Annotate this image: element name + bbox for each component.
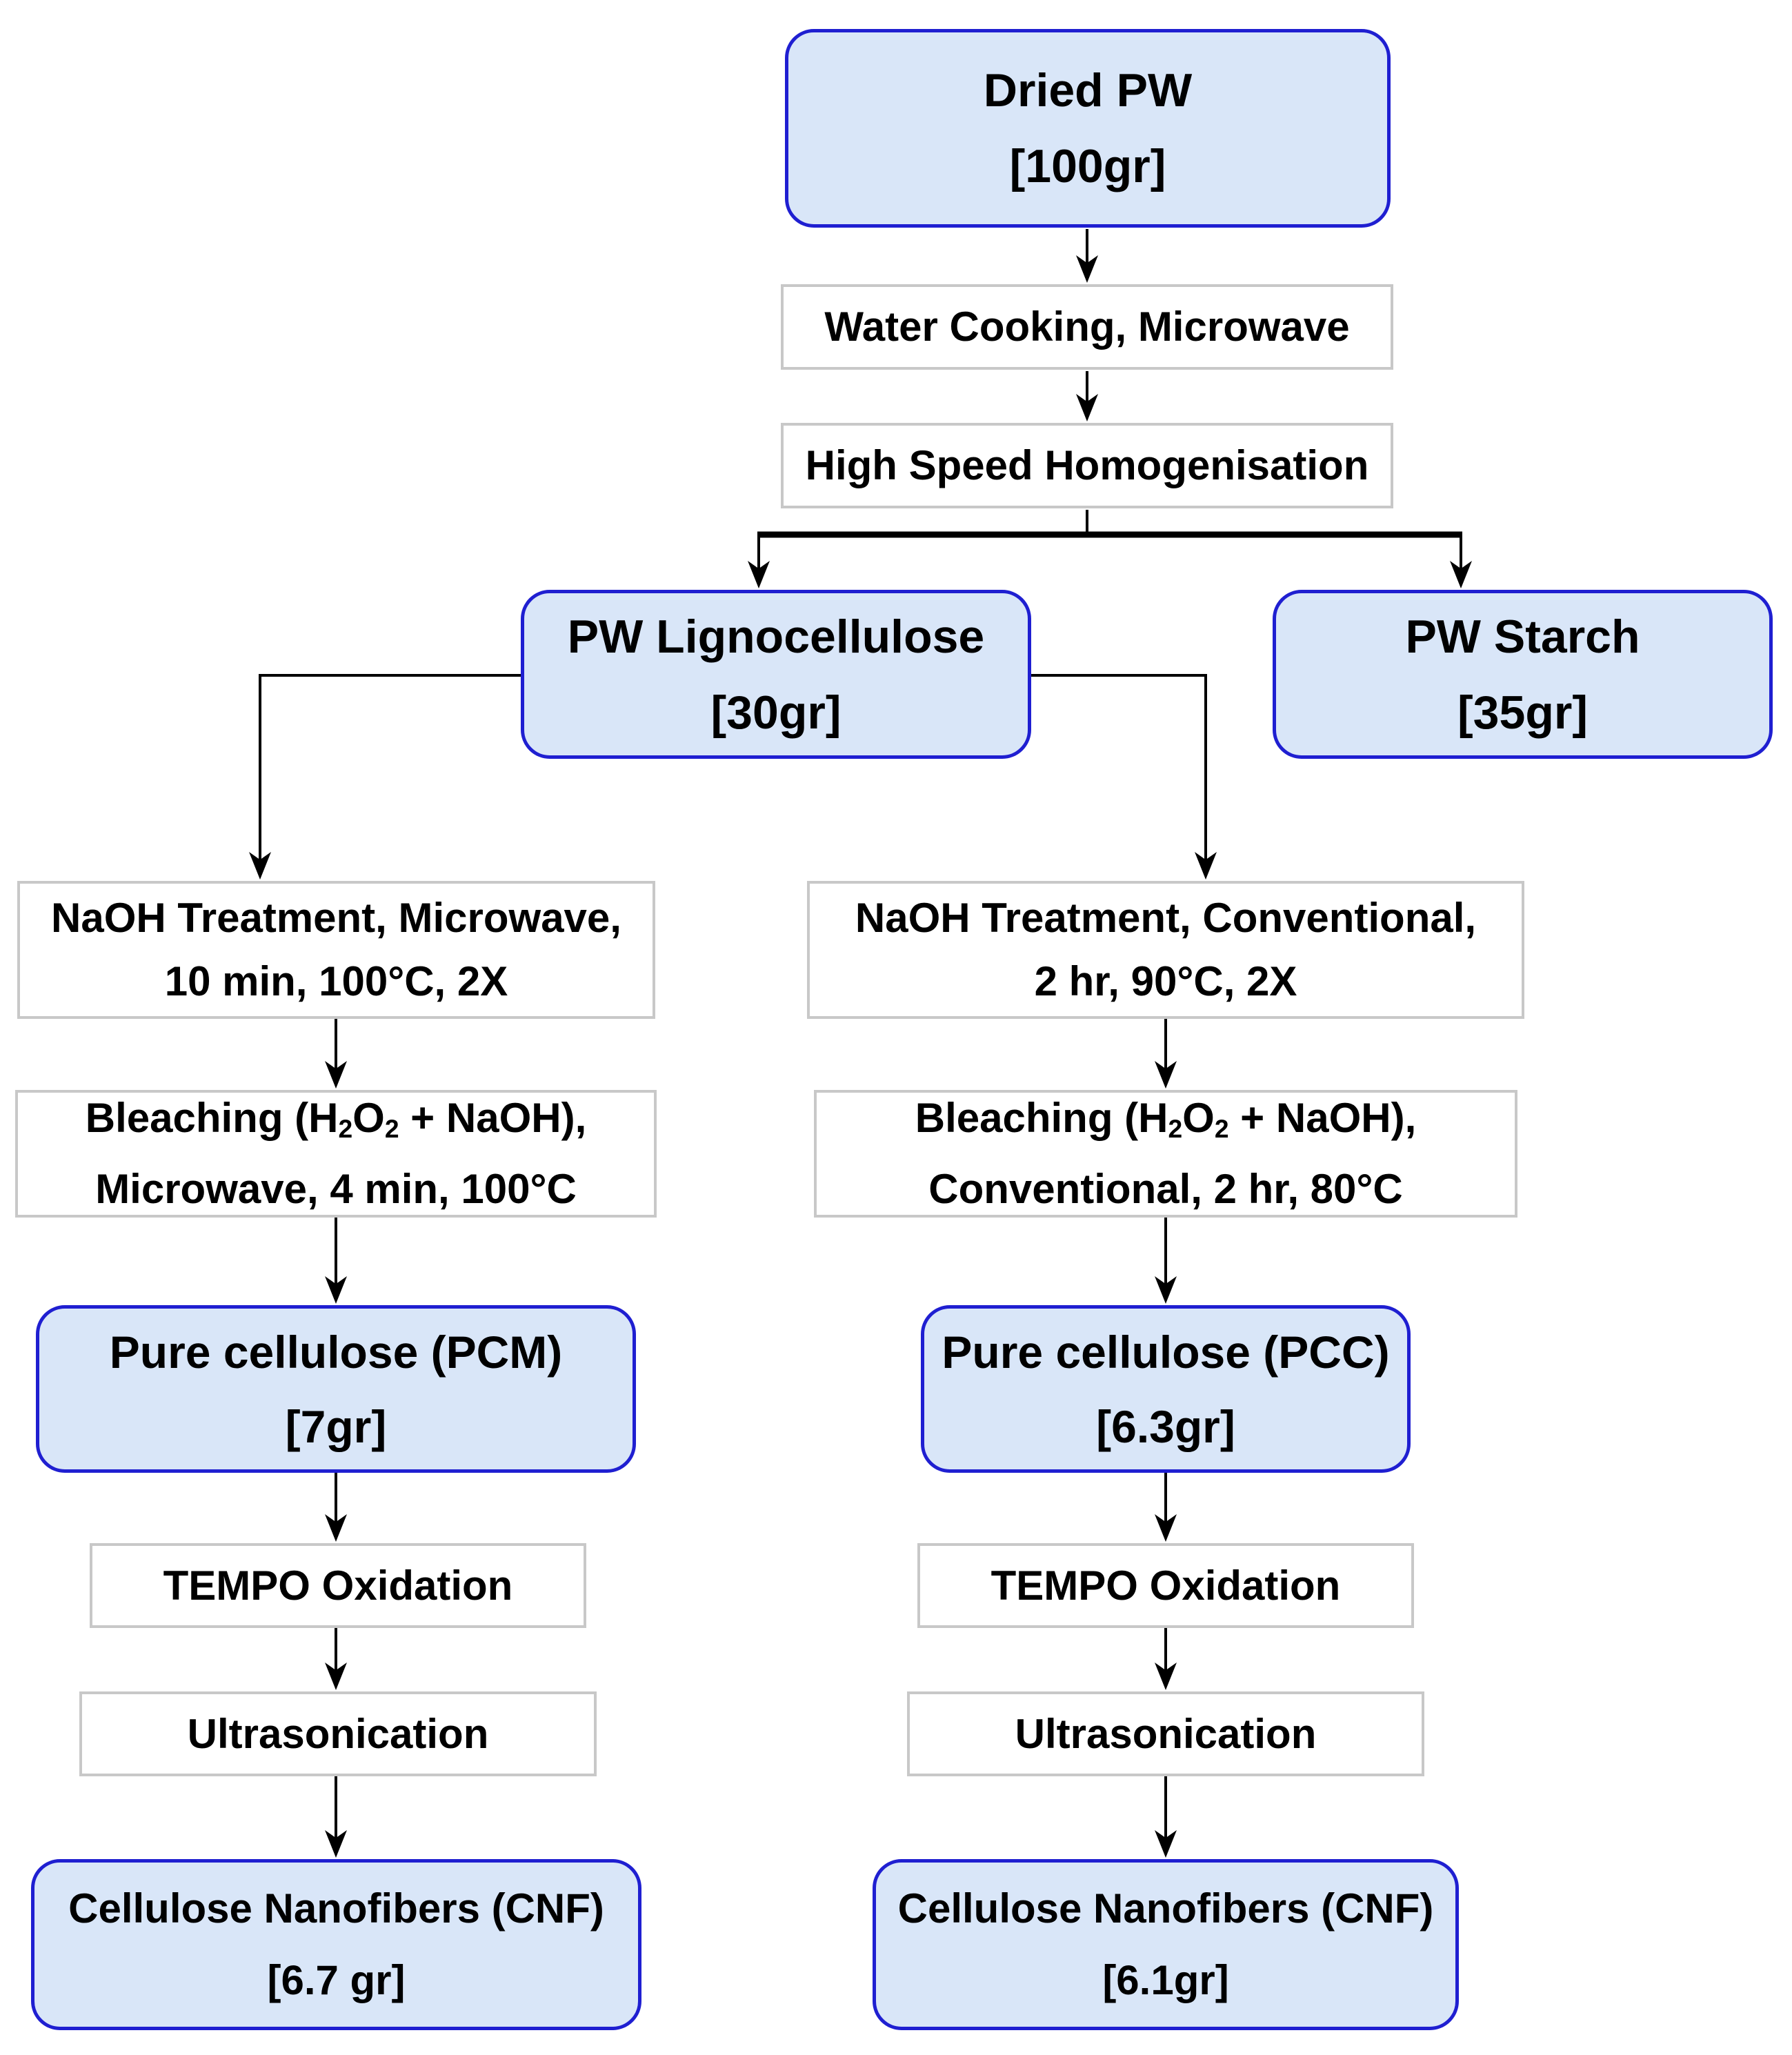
node-pw-starch-mass: [35gr] bbox=[1457, 686, 1588, 739]
node-pw-starch: PW Starch [35gr] bbox=[1273, 590, 1773, 759]
subscript: 2 bbox=[338, 1114, 353, 1144]
node-cnf-microwave-mass: [6.7 gr] bbox=[267, 1957, 406, 2003]
node-pw-lignocellulose-name: PW Lignocellulose bbox=[567, 610, 985, 663]
process-tempo-conventional: TEMPO Oxidation bbox=[917, 1543, 1414, 1628]
arrow-lignocellulose-to-naoh-microwave bbox=[249, 674, 524, 880]
process-ultrasonication-conventional-label: Ultrasonication bbox=[1015, 1710, 1317, 1757]
process-tempo-microwave: TEMPO Oxidation bbox=[90, 1543, 586, 1628]
node-pure-cellulose-pcm: Pure cellulose (PCM) [7gr] bbox=[36, 1305, 636, 1473]
process-naoh-microwave-line2: 10 min, 100°C, 2X bbox=[164, 958, 508, 1004]
subscript: 2 bbox=[1168, 1114, 1183, 1144]
node-pw-starch-name: PW Starch bbox=[1405, 610, 1640, 663]
process-tempo-microwave-label: TEMPO Oxidation bbox=[163, 1562, 513, 1609]
process-homogenisation-label: High Speed Homogenisation bbox=[805, 442, 1369, 488]
node-cnf-microwave-name: Cellulose Nanofibers (CNF) bbox=[68, 1885, 604, 1932]
node-pure-cellulose-pcc-name: Pure cellulose (PCC) bbox=[942, 1326, 1390, 1378]
process-naoh-conventional-line1: NaOH Treatment, Conventional, bbox=[855, 895, 1477, 941]
process-ultrasonication-conventional: Ultrasonication bbox=[907, 1691, 1424, 1776]
node-pure-cellulose-pcm-mass: [7gr] bbox=[285, 1400, 387, 1452]
node-cnf-conventional-mass: [6.1gr] bbox=[1102, 1957, 1229, 2003]
process-homogenisation: High Speed Homogenisation bbox=[781, 423, 1393, 508]
node-dried-pw: Dried PW [100gr] bbox=[785, 29, 1391, 228]
node-dried-pw-mass: [100gr] bbox=[1009, 140, 1166, 192]
process-bleaching-microwave-line2: Microwave, 4 min, 100°C bbox=[95, 1166, 577, 1212]
node-pure-cellulose-pcm-name: Pure cellulose (PCM) bbox=[109, 1326, 563, 1378]
node-pure-cellulose-pcc: Pure cellulose (PCC) [6.3gr] bbox=[921, 1305, 1411, 1473]
node-cnf-microwave: Cellulose Nanofibers (CNF) [6.7 gr] bbox=[31, 1859, 641, 2030]
node-cnf-conventional-name: Cellulose Nanofibers (CNF) bbox=[897, 1885, 1434, 1932]
process-water-cooking-label: Water Cooking, Microwave bbox=[824, 304, 1350, 350]
process-ultrasonication-microwave: Ultrasonication bbox=[79, 1691, 597, 1776]
process-bleaching-conventional-line2: Conventional, 2 hr, 80°C bbox=[928, 1166, 1403, 1212]
process-bleaching-conventional: Bleaching (H2O2 + NaOH), Conventional, 2… bbox=[814, 1090, 1517, 1218]
process-naoh-microwave: NaOH Treatment, Microwave, 10 min, 100°C… bbox=[17, 881, 655, 1019]
process-naoh-microwave-line1: NaOH Treatment, Microwave, bbox=[51, 895, 621, 941]
arrow-lignocellulose-to-naoh-conventional bbox=[1028, 674, 1217, 880]
subscript: 2 bbox=[384, 1114, 399, 1144]
node-cnf-conventional: Cellulose Nanofibers (CNF) [6.1gr] bbox=[873, 1859, 1459, 2030]
process-tempo-conventional-label: TEMPO Oxidation bbox=[990, 1562, 1341, 1609]
process-water-cooking: Water Cooking, Microwave bbox=[781, 284, 1393, 370]
node-pw-lignocellulose-mass: [30gr] bbox=[710, 686, 842, 739]
process-bleaching-microwave: Bleaching (H2O2 + NaOH), Microwave, 4 mi… bbox=[15, 1090, 657, 1218]
node-pw-lignocellulose: PW Lignocellulose [30gr] bbox=[521, 590, 1031, 759]
process-naoh-conventional-line2: 2 hr, 90°C, 2X bbox=[1034, 958, 1297, 1004]
node-pure-cellulose-pcc-mass: [6.3gr] bbox=[1096, 1400, 1235, 1452]
process-bleaching-microwave-line1: Bleaching (H2O2 + NaOH), bbox=[85, 1095, 587, 1144]
process-bleaching-conventional-line1: Bleaching (H2O2 + NaOH), bbox=[915, 1095, 1417, 1144]
node-dried-pw-name: Dried PW bbox=[983, 64, 1193, 117]
subscript: 2 bbox=[1214, 1114, 1229, 1144]
process-naoh-conventional: NaOH Treatment, Conventional, 2 hr, 90°C… bbox=[807, 881, 1524, 1019]
process-ultrasonication-microwave-label: Ultrasonication bbox=[187, 1710, 489, 1757]
